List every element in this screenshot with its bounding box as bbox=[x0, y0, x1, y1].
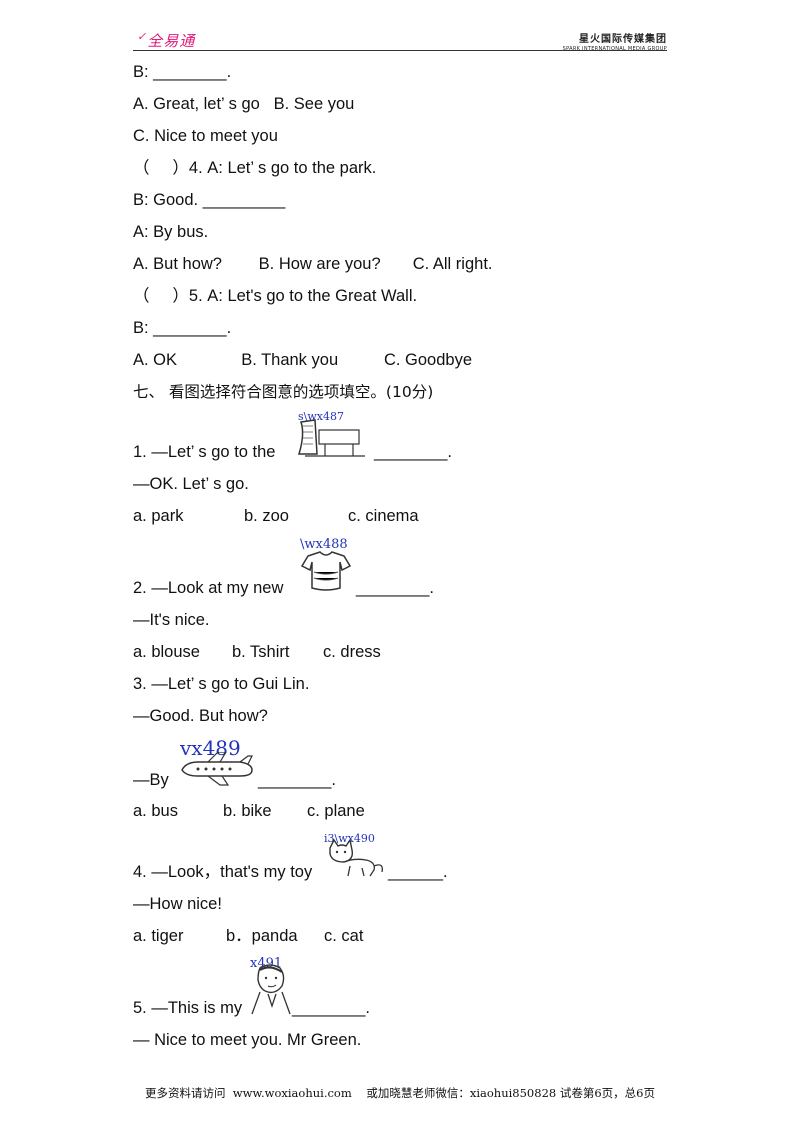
option-c: c. cat bbox=[324, 927, 364, 945]
dialog-line: A: By bus. bbox=[133, 223, 209, 241]
option-a: a. bus bbox=[133, 802, 178, 820]
section-heading: 七、 看图选择符合图意的选项填空。(10分) bbox=[133, 383, 434, 401]
question-5-prompt: 5. —This is my bbox=[133, 999, 243, 1017]
option-a: a. park bbox=[133, 507, 184, 525]
dialog-line: B: Good. _________ bbox=[133, 191, 286, 209]
question-1-prompt: 1. —Let’ s go to the bbox=[133, 443, 276, 461]
question-3-prompt: 3. —Let’ s go to Gui Lin. bbox=[133, 675, 310, 693]
option-line: A. But how? B. How are you? C. All right… bbox=[133, 255, 493, 273]
question-2-prompt: 2. —Look at my new bbox=[133, 579, 284, 597]
option-line: A. OK B. Thank you C. Goodbye bbox=[133, 351, 473, 369]
teacher-picture bbox=[251, 964, 291, 1015]
park-gate-picture bbox=[297, 419, 365, 457]
question-4-blank: ______. bbox=[388, 863, 448, 881]
question-1-reply: —OK. Let’ s go. bbox=[133, 475, 249, 493]
question-4-reply: —How nice! bbox=[133, 895, 222, 913]
question-2-reply: —It's nice. bbox=[133, 611, 210, 629]
option-a: a. tiger bbox=[133, 927, 184, 945]
option-b: b. zoo bbox=[244, 507, 289, 525]
question-5-reply: — Nice to meet you. Mr Green. bbox=[133, 1031, 362, 1049]
picture-tag: i3\wx490 bbox=[324, 832, 375, 845]
question-1-blank: ________. bbox=[374, 443, 452, 461]
question-5-blank: ________. bbox=[292, 999, 370, 1017]
publisher-logo: 星火国际传媒集团 SPARK INTERNATIONAL MEDIA GROUP bbox=[563, 30, 667, 52]
plane-picture bbox=[181, 752, 253, 786]
publisher-name-en: SPARK INTERNATIONAL MEDIA GROUP bbox=[562, 46, 667, 52]
option-b: b．panda bbox=[226, 927, 298, 945]
option-line: C. Nice to meet you bbox=[133, 127, 278, 145]
page-footer: 更多资料请访问 www.woxiaohui.com 或加晓慧老师微信：xiaoh… bbox=[144, 1086, 655, 1100]
header-rule bbox=[133, 50, 667, 51]
option-b: b. bike bbox=[223, 802, 272, 820]
option-line: A. Great, let’ s go B. See you bbox=[133, 95, 355, 113]
picture-tag: s\wx487 bbox=[298, 410, 344, 423]
question-3-blank: ________. bbox=[258, 771, 336, 789]
option-c: c. cinema bbox=[348, 507, 419, 525]
publisher-name-cn: 星火国际传媒集团 bbox=[579, 34, 667, 45]
option-a: a. blouse bbox=[133, 643, 200, 661]
tshirt-picture bbox=[300, 551, 352, 591]
picture-tag: \wx488 bbox=[300, 537, 348, 552]
option-c: c. plane bbox=[307, 802, 365, 820]
question-4: （ ）4. A: Let’ s go to the park. bbox=[133, 159, 377, 177]
question-3-reply: —Good. But how? bbox=[133, 707, 268, 725]
question-5: （ ）5. A: Let's go to the Great Wall. bbox=[133, 287, 418, 305]
question-2-blank: ________. bbox=[356, 579, 434, 597]
cat-picture bbox=[329, 838, 383, 877]
question-3-lead: —By bbox=[133, 771, 169, 789]
answer-line: B: ________. bbox=[133, 63, 232, 81]
option-c: c. dress bbox=[323, 643, 381, 661]
answer-line: B: ________. bbox=[133, 319, 232, 337]
header-logo: ✓全易通 bbox=[137, 30, 196, 50]
option-b: b. Tshirt bbox=[232, 643, 290, 661]
question-4-prompt: 4. —Look，that's my toy bbox=[133, 863, 313, 881]
picture-tag: vx489 bbox=[180, 736, 241, 760]
